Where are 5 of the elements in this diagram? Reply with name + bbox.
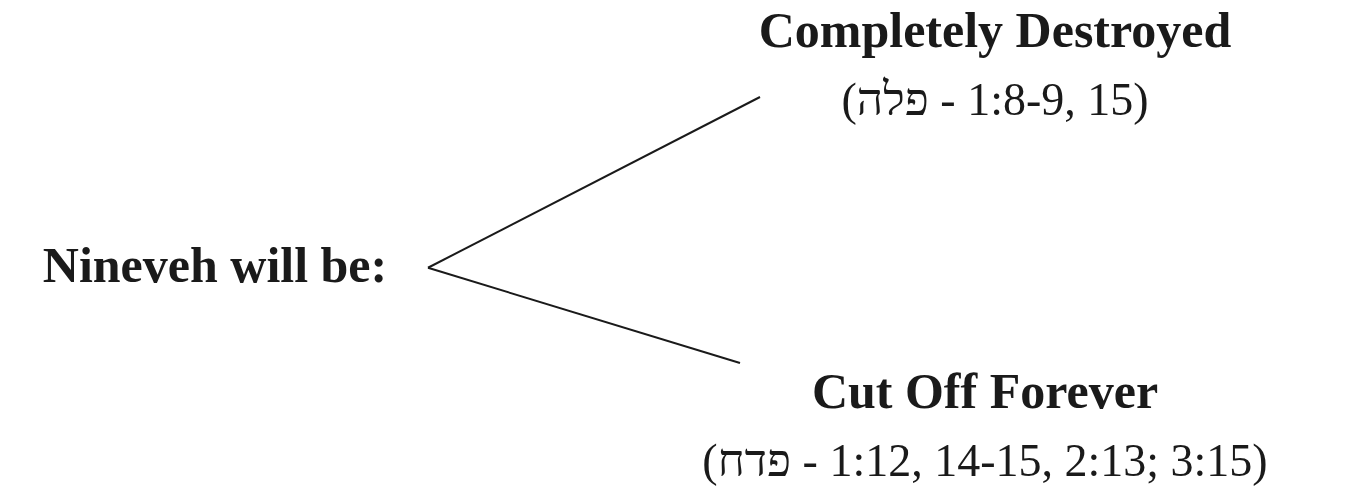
- connector-line: [427, 266, 741, 364]
- connector-line: [427, 96, 761, 269]
- heading-text: Completely Destroyed: [758, 2, 1232, 60]
- heading-text: Cut Off Forever: [811, 363, 1159, 421]
- heading-text: Nineveh will be:: [42, 237, 388, 295]
